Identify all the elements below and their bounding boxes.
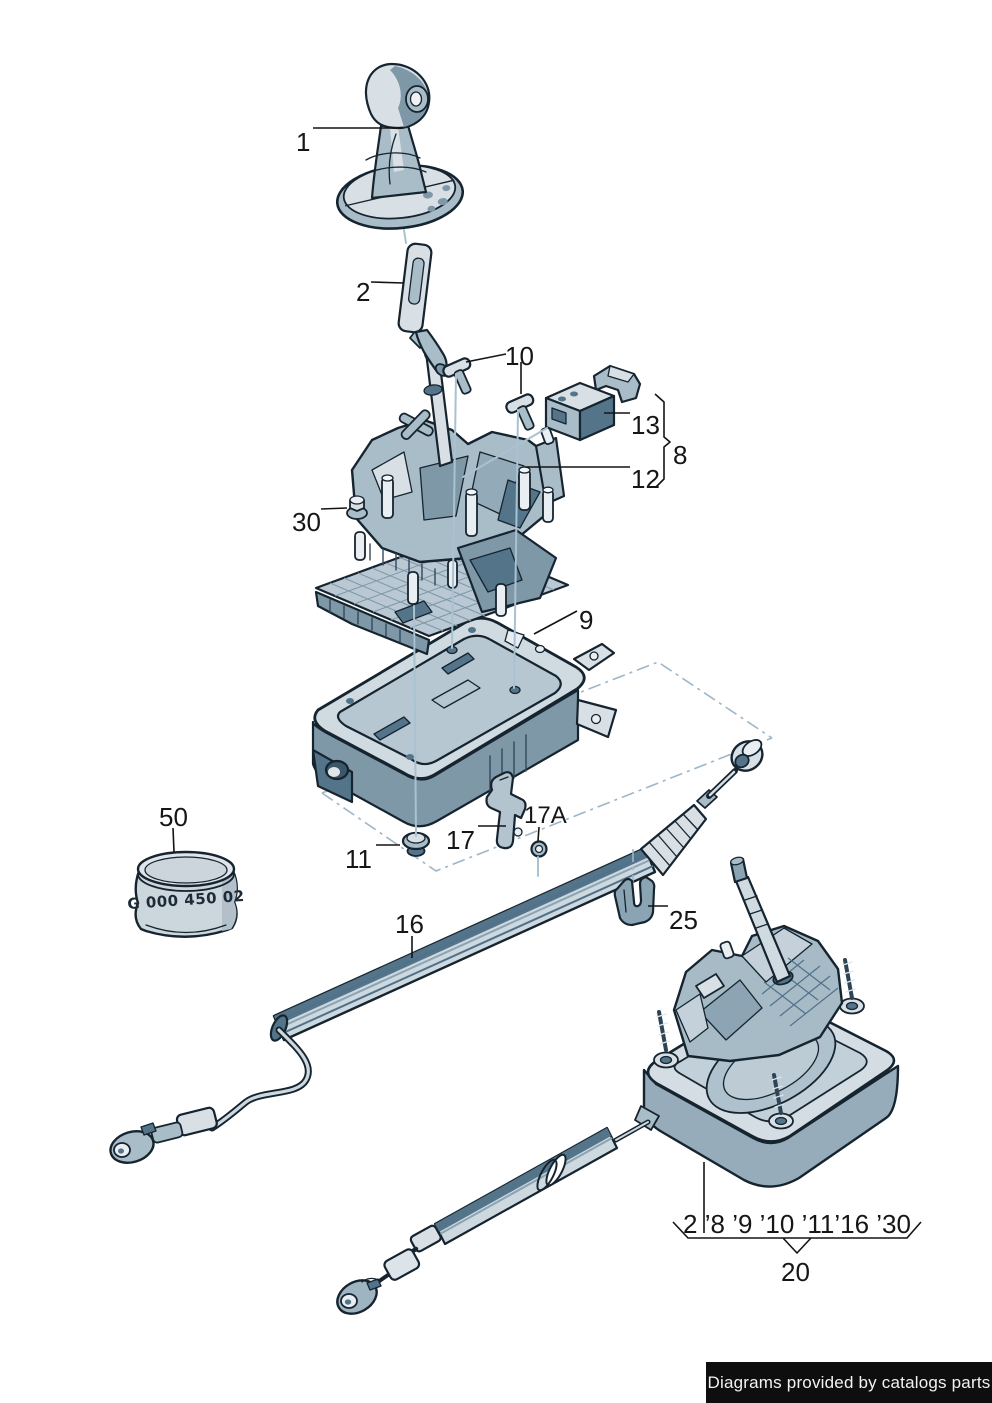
callout-1: 1 — [296, 127, 310, 157]
assembly-group-refs: 2 ’8 ’9 ’10 ’11’16 ’30 — [683, 1209, 911, 1239]
callout-11: 11 — [345, 844, 372, 874]
part-17a-nut — [530, 840, 548, 858]
housing-studs — [354, 466, 554, 617]
callout-2: 2 — [356, 277, 370, 307]
part-25-clip — [613, 849, 656, 927]
footer-bar: Diagrams provided by catalogs parts — [706, 1362, 992, 1403]
callout-10: 10 — [505, 341, 534, 371]
callout-25: 25 — [669, 905, 698, 935]
callout-17: 17 — [446, 825, 475, 855]
callout-9: 9 — [579, 605, 593, 635]
leader-lines — [172, 127, 922, 1254]
callout-13: 13 — [631, 410, 660, 440]
assembly-cable — [336, 1105, 660, 1315]
callout-16: 16 — [395, 909, 424, 939]
callout-12: 12 — [631, 464, 660, 494]
part-17-bracket — [485, 771, 527, 850]
part-10-pins — [442, 357, 535, 431]
callout-20: 20 — [781, 1257, 810, 1287]
brace-8 — [654, 393, 671, 488]
callout-17a: 17A — [524, 802, 567, 829]
callout-50: 50 — [159, 802, 188, 832]
callout-30: 30 — [292, 507, 321, 537]
group-bracket-20 — [672, 1221, 922, 1254]
part-13-switch — [544, 364, 642, 442]
callout-8: 8 — [673, 440, 687, 470]
part-9-tray — [311, 616, 618, 828]
part-2-selector-rod — [397, 242, 450, 377]
part-1-gear-knob-lever — [335, 62, 465, 230]
callout-labels: 1 2 10 13 8 12 30 9 50 11 17 17A 16 25 2… — [159, 127, 911, 1287]
part-50-grease-canister: G 000 450 02 — [127, 850, 245, 938]
part-16-cable — [109, 739, 764, 1164]
construction-lines — [321, 661, 773, 872]
part-20-shifter-assembly — [336, 856, 900, 1315]
part-12-housing — [314, 329, 570, 656]
guide-lines — [403, 229, 548, 877]
part-30-nut — [346, 495, 368, 520]
footer-text: Diagrams provided by catalogs parts — [707, 1372, 991, 1392]
